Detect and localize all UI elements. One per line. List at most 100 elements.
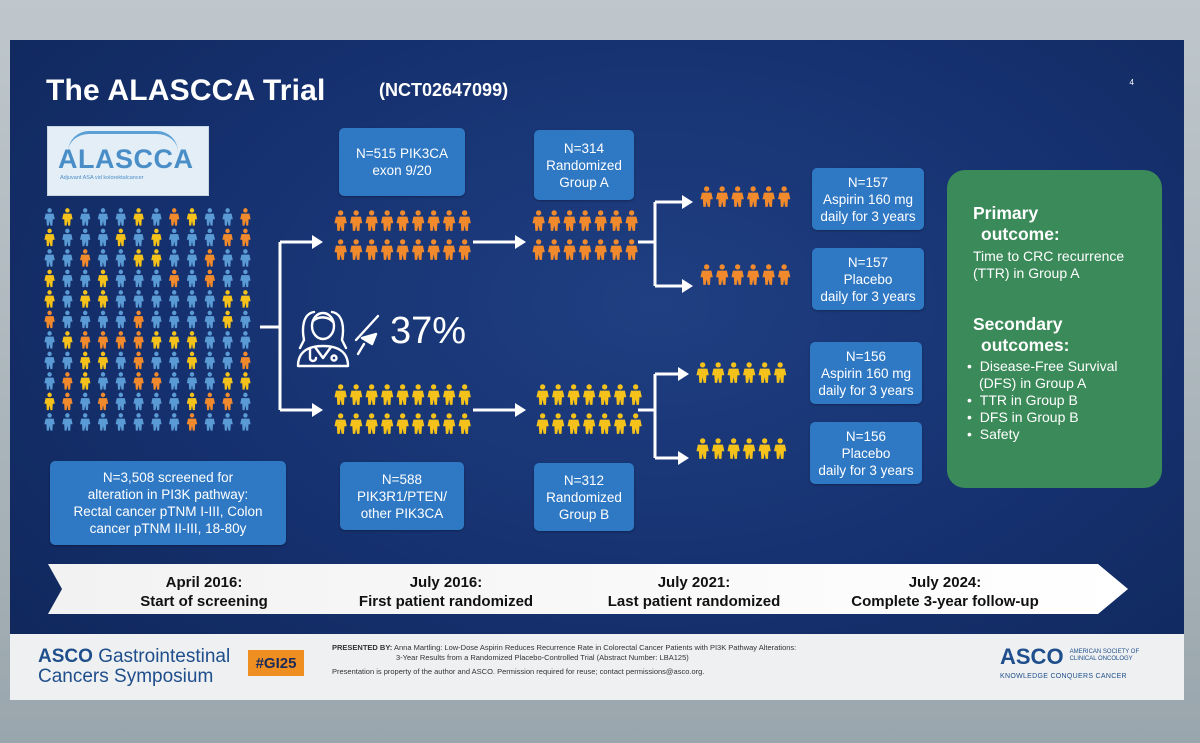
person-icon <box>97 351 109 370</box>
arrow-head <box>678 451 689 465</box>
person-icon <box>186 310 198 329</box>
person-icon <box>700 264 713 285</box>
timeline-event: Start of screening <box>140 593 268 610</box>
person-icon <box>44 331 55 349</box>
outcomes-panel: Primary outcome: Time to CRC recurrence … <box>947 170 1162 488</box>
person-icon <box>222 310 233 329</box>
person-icon <box>625 210 638 231</box>
person-icon <box>133 290 144 308</box>
cohort-b-line: N=588 <box>381 471 423 487</box>
person-icon <box>700 186 713 207</box>
person-icon <box>222 331 233 349</box>
person-icon <box>411 413 425 434</box>
person-icon <box>758 362 771 383</box>
flow-diagram <box>44 186 791 465</box>
person-icon <box>536 413 549 434</box>
person-icon <box>204 413 215 431</box>
person-icon <box>44 269 55 288</box>
person-icon <box>80 249 91 267</box>
person-icon <box>97 208 109 226</box>
group-b-line: Randomized <box>546 489 622 505</box>
person-icon <box>563 210 576 231</box>
person-icon <box>186 351 198 370</box>
person-icon <box>115 413 126 431</box>
asco-left-line2: Cancers Symposium <box>38 666 214 687</box>
person-icon <box>334 413 347 434</box>
person-icon <box>349 210 363 231</box>
person-icon <box>62 351 73 370</box>
person-icon <box>44 351 55 370</box>
person-icon <box>240 249 251 267</box>
person-icon <box>44 208 55 226</box>
person-icon <box>551 384 565 405</box>
person-icon <box>240 351 251 370</box>
person-icon <box>204 269 215 288</box>
arrow-head <box>682 195 693 209</box>
timeline-event: Complete 3-year follow-up <box>851 593 1039 610</box>
arrow-head <box>682 279 693 293</box>
person-icon <box>711 438 725 459</box>
person-icon <box>365 239 378 260</box>
timeline-item: July 2021: Last patient randomized <box>584 573 804 611</box>
screened-line: cancer pTNM II-III, 18-80y <box>89 521 247 536</box>
screened-box: N=3,508 screened for alteration in PI3K … <box>50 461 286 545</box>
person-icon <box>80 372 91 390</box>
cohort-a-box: N=515 PIK3CA exon 9/20 <box>339 128 465 196</box>
person-icon <box>151 290 162 308</box>
person-icon <box>696 362 709 383</box>
person-icon <box>349 239 363 260</box>
timeline-item: July 2016: First patient randomized <box>336 573 556 611</box>
person-icon <box>62 310 73 329</box>
person-icon <box>169 372 180 390</box>
person-icon <box>169 351 180 370</box>
person-icon <box>396 384 409 405</box>
asco-sub-line: AMERICAN SOCIETY OF <box>1069 649 1140 655</box>
secondary-item-text: (DFS) in Group A <box>979 375 1087 391</box>
person-icon <box>186 331 198 349</box>
person-icon <box>204 331 215 349</box>
secondary-item: • TTR in Group B <box>967 392 1078 408</box>
person-icon <box>115 331 126 349</box>
person-icon <box>133 249 144 267</box>
person-icon <box>411 239 425 260</box>
person-icon <box>97 228 109 247</box>
person-icon <box>97 331 109 349</box>
person-icon <box>115 392 126 411</box>
person-icon <box>547 239 561 260</box>
person-icon <box>222 249 233 267</box>
person-icon <box>133 208 144 226</box>
person-icon <box>44 249 55 267</box>
person-icon <box>62 372 73 390</box>
person-icon <box>151 269 162 288</box>
secondary-item-text: Disease-Free Survival <box>979 358 1118 374</box>
person-icon <box>186 269 198 288</box>
arm-line: Aspirin 160 mg <box>822 191 914 207</box>
presented-line: 3-Year Results from a Randomized Placebo… <box>396 653 689 662</box>
person-icon <box>204 228 215 247</box>
person-icon <box>97 413 109 431</box>
person-icon <box>133 413 144 431</box>
person-icon <box>240 392 251 411</box>
person-icon <box>567 413 580 434</box>
person-icon <box>222 351 233 370</box>
arm-line: daily for 3 years <box>818 462 914 478</box>
person-icon <box>629 413 642 434</box>
person-icon <box>62 208 73 226</box>
person-icon <box>727 362 740 383</box>
asco-gi-logo: ASCO Gastrointestinal Cancers Symposium <box>38 647 230 687</box>
person-icon <box>204 290 215 308</box>
timeline-date: July 2016: <box>409 574 483 591</box>
primary-text-line: Time to CRC recurrence <box>973 248 1125 264</box>
person-icon <box>80 331 91 349</box>
person-icon <box>62 413 73 431</box>
person-icon <box>777 186 791 207</box>
person-icon <box>186 249 198 267</box>
person-icon <box>115 249 126 267</box>
person-icon <box>563 239 576 260</box>
person-icon <box>204 392 215 411</box>
screened-line: N=3,508 screened for <box>102 470 234 485</box>
asco-subtitle: AMERICAN SOCIETY OF CLINICAL ONCOLOGY <box>1070 649 1140 663</box>
person-icon <box>598 384 611 405</box>
person-icon <box>62 331 73 349</box>
person-icon <box>133 310 144 329</box>
